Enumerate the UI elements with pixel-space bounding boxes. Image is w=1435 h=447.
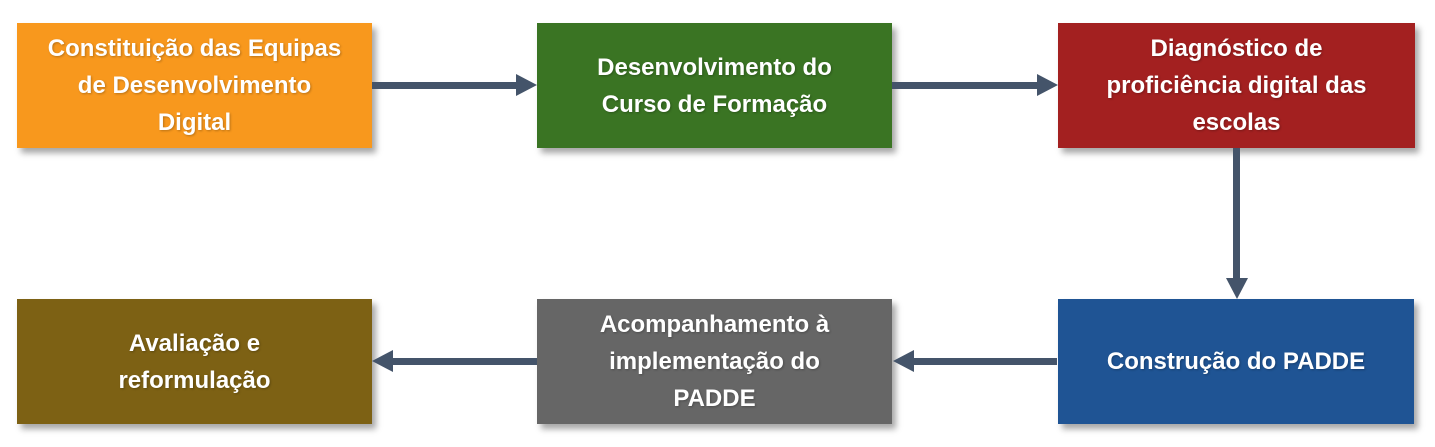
flow-box-label-line: proficiência digital das	[1106, 72, 1367, 99]
flow-box-label-line: Acompanhamento à	[599, 311, 830, 338]
arrow-right-icon	[516, 74, 537, 96]
arrow-right-icon	[1037, 74, 1058, 96]
flow-box-avaliacao: Avaliação e reformulação	[17, 299, 372, 424]
flow-box-acompanhamento: Acompanhamento à implementação do PADDE	[537, 299, 892, 424]
flow-box-label-line: Avaliação e	[128, 329, 261, 357]
flow-box-label-line: Constituição das Equipas	[47, 35, 342, 62]
arrow-line	[1233, 148, 1240, 279]
arrow-line	[372, 82, 517, 89]
arrow-left-icon	[893, 350, 914, 372]
flow-box-label-line: de Desenvolvimento	[77, 72, 312, 99]
arrow-down-icon	[1226, 278, 1248, 299]
flow-box-label-line: implementação do	[609, 348, 820, 375]
flow-box-construcao: Construção do PADDE	[1058, 299, 1414, 424]
flow-box-label-line: Construção do PADDE	[1106, 348, 1366, 375]
flow-box-label-line: Diagnóstico de	[1150, 35, 1323, 62]
flow-box-label-line: Curso de Formação	[601, 90, 828, 118]
flow-box-equipas: Constituição das Equipas de Desenvolvime…	[17, 23, 372, 148]
flow-box-label-line: reformulação	[118, 366, 271, 394]
flow-box-curso: Desenvolvimento do Curso de Formação	[537, 23, 892, 148]
flow-box-label-line: Desenvolvimento do	[597, 53, 832, 81]
arrow-line	[914, 358, 1057, 365]
flow-box-label-line: Digital	[157, 109, 232, 136]
arrow-left-icon	[372, 350, 393, 372]
arrow-line	[892, 82, 1038, 89]
flow-box-diagnostico: Diagnóstico de proficiência digital das …	[1058, 23, 1415, 148]
arrow-line	[393, 358, 537, 365]
flow-box-label-line: escolas	[1192, 109, 1281, 136]
flow-box-label-line: PADDE	[673, 385, 756, 412]
